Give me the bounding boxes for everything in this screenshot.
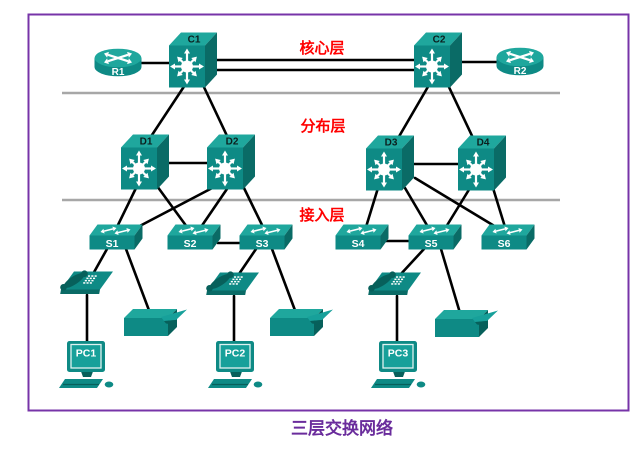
- multilayer-switch-D3: D3: [366, 135, 414, 191]
- router-R2: R2: [496, 47, 544, 77]
- node-label: S3: [256, 238, 269, 250]
- switch-S1: S1: [89, 224, 143, 250]
- switch-S4: S4: [335, 224, 389, 250]
- node-label: D1: [140, 137, 153, 148]
- node-label: PC2: [225, 348, 246, 360]
- node-label: D4: [477, 138, 490, 149]
- node-label: D2: [226, 137, 239, 148]
- link-D3-S4: [364, 186, 380, 229]
- link-S5-PH3: [398, 247, 426, 277]
- multilayer-switch-D2: D2: [207, 134, 255, 190]
- ip-phone-PH2: [206, 271, 259, 295]
- pc-PC1: PC1: [59, 341, 114, 388]
- link-C2-D3: [395, 83, 431, 142]
- node-label: PC1: [76, 348, 97, 360]
- node-label: S6: [498, 238, 511, 250]
- link-C1-D2: [201, 83, 230, 140]
- link-S5-PR3: [439, 247, 462, 315]
- layer-label-access: 接入层: [299, 206, 344, 224]
- link-D4-S6: [491, 186, 507, 229]
- link-S1-PR1: [124, 247, 152, 315]
- link-D3-S6: [413, 176, 503, 232]
- pc-PC3: PC3: [371, 341, 426, 388]
- link-D2-S2: [199, 184, 231, 229]
- link-D4-S5: [444, 186, 472, 229]
- multilayer-switch-D1: D1: [121, 134, 169, 190]
- multilayer-switch-C2: C2: [414, 32, 462, 88]
- node-label: C1: [188, 35, 201, 46]
- layer-label-core: 核心层: [299, 39, 344, 57]
- layer-separators: [62, 91, 560, 202]
- link-D1-S2: [155, 184, 189, 229]
- layer-label-distribution: 分布层: [300, 117, 345, 135]
- link-S3-PH2: [237, 247, 258, 276]
- link-S3-PR2: [270, 247, 298, 315]
- multilayer-switch-C1: C1: [169, 32, 217, 88]
- link-D1-S1: [115, 184, 139, 229]
- node-label: S1: [106, 238, 119, 250]
- switch-S2: S2: [167, 224, 221, 250]
- link-C2-D4: [446, 83, 476, 142]
- ip-phone-PH1: [60, 270, 113, 294]
- switch-S5: S5: [408, 224, 462, 250]
- node-label: D3: [385, 138, 398, 149]
- node-label: S4: [352, 238, 365, 250]
- link-D3-S5: [403, 186, 430, 229]
- node-label: R1: [112, 67, 125, 78]
- node-label: S5: [425, 238, 438, 250]
- network-links: [85, 58, 507, 347]
- switch-S6: S6: [481, 224, 535, 250]
- diagram-border: [27, 13, 630, 412]
- diagram-caption: 三层交换网络: [291, 418, 393, 438]
- printer-PR3: [435, 310, 498, 337]
- router-R1: R1: [94, 48, 142, 78]
- node-label: R2: [514, 66, 527, 77]
- multilayer-switch-D4: D4: [458, 135, 506, 191]
- node-label: PC3: [388, 348, 409, 360]
- link-S1-PH1: [91, 247, 109, 276]
- node-label: C2: [433, 35, 446, 46]
- printer-PR2: [270, 309, 333, 336]
- link-D2-S3: [241, 184, 265, 229]
- link-C1-D1: [148, 83, 187, 140]
- link-D2-S1: [132, 184, 218, 231]
- node-label: S2: [184, 238, 197, 250]
- ip-phone-PH3: [368, 271, 421, 295]
- pc-PC2: PC2: [208, 341, 263, 388]
- printer-PR1: [124, 309, 187, 336]
- switch-S3: S3: [239, 224, 293, 250]
